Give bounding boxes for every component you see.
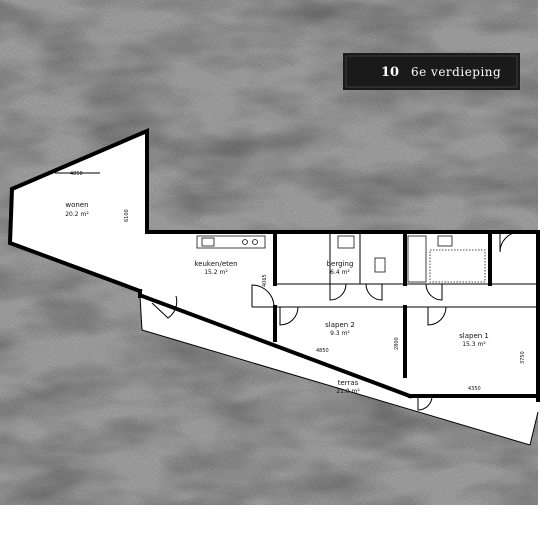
- terrace-floor: [140, 296, 538, 445]
- room-slapen1-dim-depth: 3750: [520, 351, 526, 364]
- washbasin: [437, 235, 453, 247]
- room-berging-name: berging: [327, 260, 354, 268]
- doors: [151, 231, 521, 411]
- room-slapen2-name: slapen 2: [325, 321, 355, 329]
- room-wonen-name: wonen: [65, 201, 88, 209]
- floor-header: 10 6e verdieping: [343, 53, 520, 90]
- apartment-floor: [140, 232, 538, 398]
- bathtub: [407, 235, 427, 283]
- room-slapen2-area: 9.3 m²: [330, 330, 350, 337]
- room-terras-name: terras: [338, 379, 359, 387]
- room-keuken-dim: 4065: [262, 274, 268, 287]
- room-keuken: keuken/eten 15.2 m² 4065: [194, 260, 268, 287]
- room-wonen-area: 20.2 m²: [65, 211, 89, 218]
- floor-area: [10, 131, 538, 445]
- room-wonen-dim-depth: 6100: [124, 209, 130, 222]
- room-keuken-name: keuken/eten: [194, 260, 237, 268]
- bottom-margin: [0, 505, 550, 550]
- header-number: 10: [381, 65, 399, 80]
- shower: [429, 249, 486, 283]
- room-terras-area: 21.0 m²: [336, 388, 360, 395]
- room-terras: terras 21.0 m²: [336, 379, 360, 395]
- room-slapen1-area: 15.3 m²: [462, 341, 486, 348]
- room-wonen: wonen 20.2 m² 4850 6100: [55, 171, 130, 222]
- right-margin: [538, 0, 550, 550]
- toilet: [374, 257, 386, 273]
- header-floor: 6e verdieping: [411, 65, 501, 79]
- room-wonen-dim-width: 4850: [70, 171, 83, 177]
- room-slapen2-dim-depth: 2800: [394, 337, 400, 350]
- room-slapen1-dim-width: 4350: [468, 386, 481, 392]
- room-berging-area: 6.4 m²: [330, 269, 350, 276]
- room-berging: berging 6.4 m²: [327, 260, 354, 276]
- washing-machine: [337, 235, 355, 249]
- living-room-floor: [10, 131, 147, 290]
- walls: [7, 127, 540, 446]
- room-slapen1-name: slapen 1: [459, 332, 489, 340]
- room-slapen2: slapen 2 9.3 m² 4850 2800: [316, 321, 400, 354]
- room-slapen1: slapen 1 15.3 m² 4350 3750: [459, 332, 526, 392]
- header-badge: [343, 53, 520, 90]
- room-slapen2-dim-width: 4850: [316, 348, 329, 354]
- room-keuken-area: 15.2 m²: [204, 269, 228, 276]
- kitchen-counter: [196, 235, 266, 249]
- fixtures: [196, 235, 486, 283]
